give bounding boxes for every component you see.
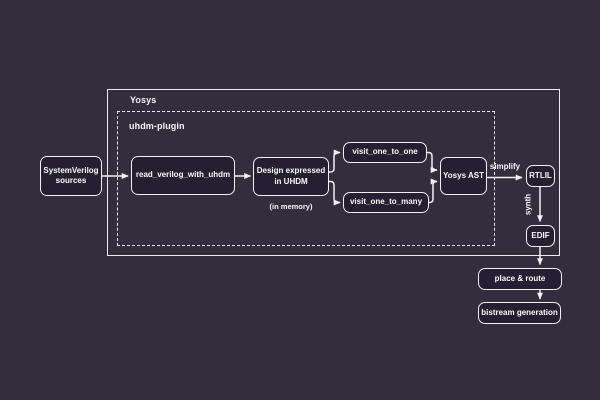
node-edif: EDIF [526, 225, 555, 247]
node-rtlil: RTLIL [526, 165, 555, 187]
node-bistream-generation: bistream generation [478, 302, 561, 324]
synth-edge-label: synth [523, 193, 533, 216]
arrow-visit-one-to-ast [427, 151, 438, 173]
arrow-design-to-visit-one [329, 149, 341, 173]
node-visit-one-to-one: visit_one_to_one [343, 142, 427, 163]
node-visit-one-to-many: visit_one_to_many [343, 192, 429, 213]
yosys-container-label: Yosys [130, 95, 157, 105]
node-systemverilog-sources: SystemVerilog sources [40, 156, 102, 196]
simplify-edge-label: simplify [489, 162, 521, 171]
arrow-design-to-visit-many [329, 180, 341, 206]
node-design-expressed-in-uhdm: Design expressed in UHDM [253, 157, 329, 196]
arrow-visit-many-to-ast [429, 178, 438, 204]
node-yosys-ast: Yosys AST [440, 157, 487, 195]
in-memory-note: (in memory) [269, 202, 313, 211]
yosys-container: Yosys [107, 89, 560, 256]
uhdm-plugin-container: uhdm-plugin [117, 111, 495, 246]
node-place-and-route: place & route [478, 268, 562, 290]
node-read-verilog-with-uhdm: read_verilog_with_uhdm [131, 156, 235, 195]
uhdm-plugin-container-label: uhdm-plugin [129, 121, 185, 131]
